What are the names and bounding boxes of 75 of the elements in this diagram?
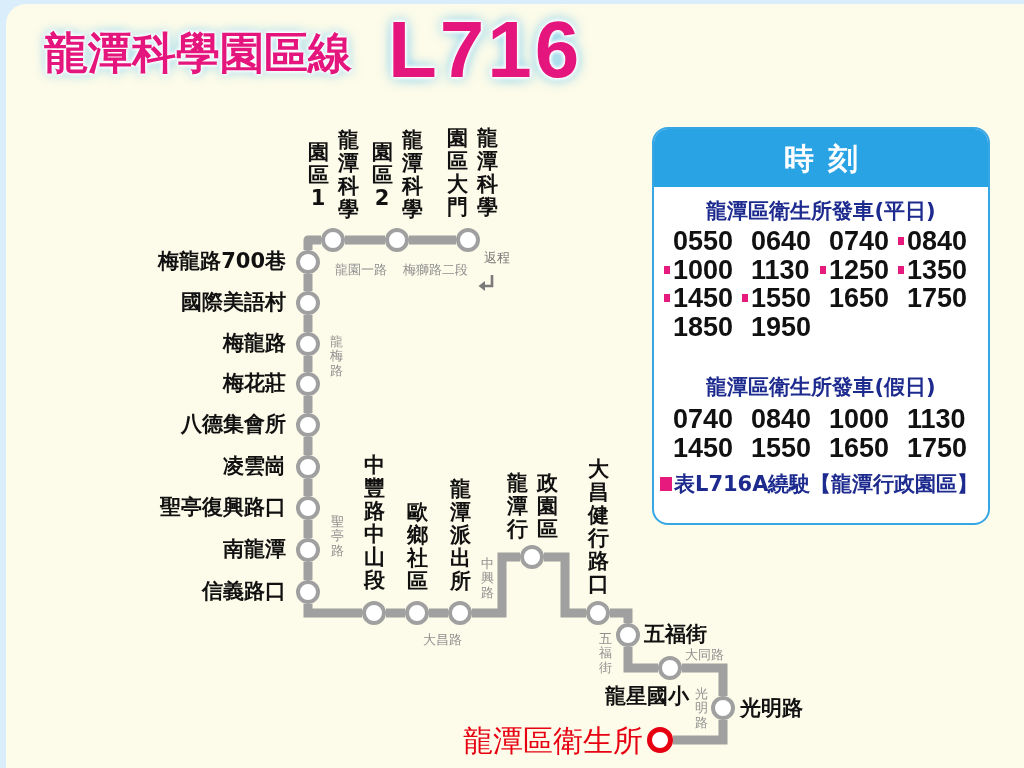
street-name: 五福街: [598, 631, 612, 675]
departure-time: 1000: [829, 405, 890, 434]
stop-name: 光明路: [740, 697, 803, 721]
legend-text: 表L716A繞駛【龍潭行政園區】: [674, 471, 979, 497]
departure-time: 1000: [673, 255, 734, 284]
timetable-panel: [652, 127, 990, 525]
departure-time: 1550: [751, 284, 812, 313]
route-line: [303, 356, 313, 372]
stop-name: 凌雲崗: [223, 455, 286, 479]
street-name: 聖亭路: [330, 514, 344, 558]
stop-name: 五福街: [644, 623, 707, 647]
route-line: [429, 608, 448, 618]
street-name: 大昌路: [422, 632, 462, 648]
stop-name: 龍潭派出所: [449, 477, 471, 593]
stop-name: 中豐路中山段: [363, 454, 385, 593]
street-name: 大同路: [684, 647, 724, 663]
street-name: 龍梅路: [329, 334, 343, 378]
departure-time: 0840: [751, 405, 812, 434]
departure-time: 0640: [751, 227, 812, 256]
departure-time: 1650: [829, 433, 890, 462]
title: 龍潭科學園區線: [44, 31, 352, 75]
stop-name: 龍潭區衛生所: [463, 723, 643, 757]
stop-name: 龍潭科學園區大門: [446, 126, 498, 219]
stop-name: 信義路口: [202, 580, 286, 604]
street-name: 中興路: [480, 556, 494, 600]
route-line: [610, 608, 633, 623]
route-line: [544, 552, 586, 618]
departure-time: 0840: [907, 227, 968, 256]
route-line: [386, 608, 405, 618]
direction-note: 返程: [484, 250, 510, 266]
departure-time: 0550: [673, 227, 734, 256]
route-line: [303, 315, 313, 332]
departure-time: 1350: [907, 255, 968, 284]
departure-time: 1250: [829, 255, 890, 284]
departure-time: 1130: [751, 255, 810, 284]
departure-time: 1450: [673, 284, 734, 313]
stop-name: 龍星國小: [605, 685, 689, 709]
departure-time: 1750: [907, 433, 968, 462]
route-line: [303, 274, 313, 291]
departure-time: 0740: [829, 227, 890, 256]
route-line: [303, 604, 362, 618]
route-line: [345, 235, 385, 245]
route-line: [409, 235, 456, 245]
departure-time: 1130: [907, 405, 966, 434]
departure-time: 1950: [751, 312, 812, 341]
route-line: [303, 562, 313, 580]
stop-name: 歐鄉社區: [406, 500, 428, 593]
departure-time: 1850: [673, 312, 734, 341]
route-number: L716: [388, 10, 583, 90]
street-name: 龍園一路: [335, 262, 387, 278]
schedule-heading: 龍潭區衛生所發車(平日): [706, 198, 936, 224]
route-line: [303, 437, 313, 455]
stop-name: 梅龍路: [223, 332, 286, 356]
departure-time: 1750: [907, 284, 968, 313]
departure-time: 0740: [673, 405, 734, 434]
stop-name: 大昌健行路口: [587, 458, 609, 597]
route-line: [673, 720, 728, 745]
stop-name: 國際美語村: [181, 291, 286, 315]
route-line: [303, 479, 313, 496]
stop-name: 梅花莊: [223, 372, 286, 396]
stop-name: 聖亭復興路口: [160, 496, 286, 520]
departure-time: 1650: [829, 284, 890, 313]
departure-time: 1450: [673, 433, 734, 462]
stop-name: 八德集會所: [181, 413, 286, 437]
route-line: [303, 235, 321, 250]
route-line: [303, 396, 313, 413]
street-name: 光明路: [694, 686, 708, 730]
stop-name: 梅龍路700巷: [158, 250, 286, 274]
stop-name: 南龍潭: [223, 538, 286, 562]
schedule-heading: 龍潭區衛生所發車(假日): [706, 374, 936, 400]
street-name: 梅獅路二段: [402, 262, 468, 278]
route-line: [303, 520, 313, 538]
departure-time: 1550: [751, 433, 812, 462]
panel-heading: 時刻: [654, 129, 988, 187]
stop-name: 龍潭行政園區: [506, 471, 558, 541]
